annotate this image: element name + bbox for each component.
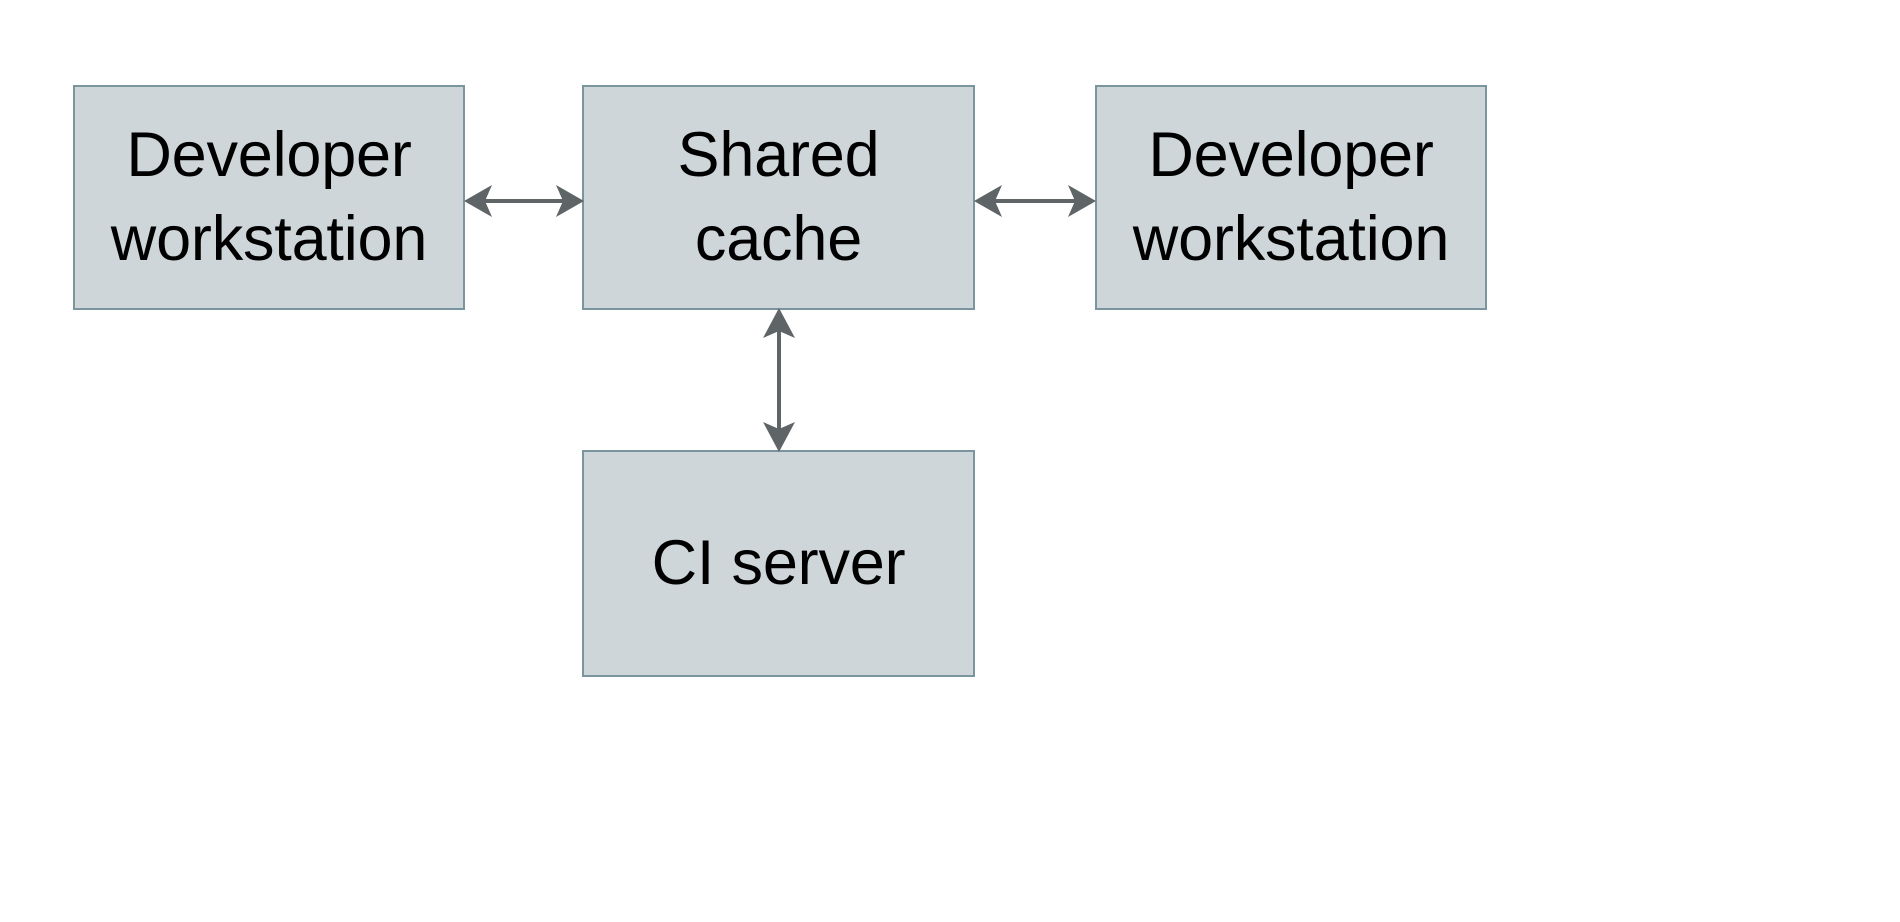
edge-shared-cache-to-developer-right[interactable] bbox=[971, 170, 1099, 232]
node-ci-server[interactable]: CI server bbox=[582, 450, 975, 677]
node-label: Developer workstation bbox=[1132, 120, 1450, 274]
edge-shared-cache-to-ci-server[interactable] bbox=[748, 306, 810, 454]
node-developer-workstation-left[interactable]: Developer workstation bbox=[73, 85, 465, 310]
node-shared-cache[interactable]: Shared cache bbox=[582, 85, 975, 310]
node-label: Developer workstation bbox=[110, 120, 428, 274]
node-developer-workstation-right[interactable]: Developer workstation bbox=[1095, 85, 1487, 310]
node-label: CI server bbox=[651, 527, 906, 598]
edge-developer-left-to-shared-cache[interactable] bbox=[462, 170, 586, 232]
node-label: Shared cache bbox=[677, 120, 880, 274]
